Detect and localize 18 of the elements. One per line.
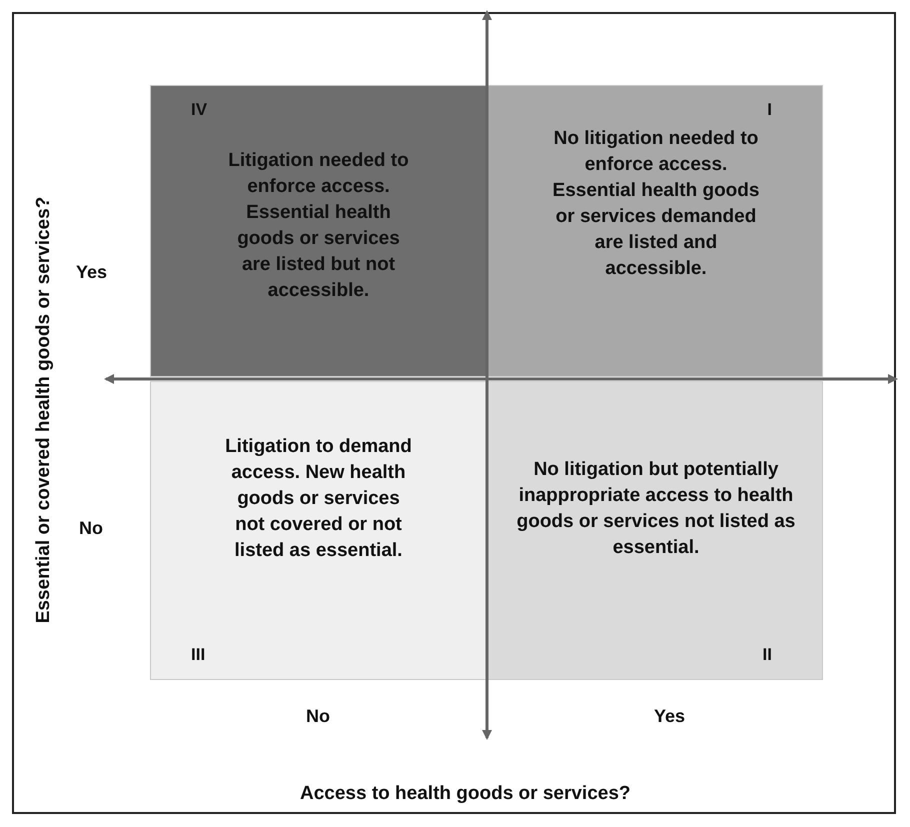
quadrant-box: [487, 85, 823, 377]
quadrant-description: No litigation but potentially inappropriate access to health goods or services not listed as essential.: [516, 458, 796, 560]
quadrant-numeral: II: [762, 645, 772, 665]
axis-value-label: Yes: [654, 706, 686, 727]
quadrant-box: [487, 381, 823, 680]
quadrant-description: Litigation needed to enforce access. Essential health goods or services are listed but not accessible.: [227, 149, 410, 303]
horizontal-axis-title: Access to health goods or services?: [300, 783, 631, 805]
quadrant-box: [150, 381, 487, 680]
quadrant-description: Litigation to demand access. New health goods or services not covered or not listed as essential.: [224, 435, 413, 563]
quadrant-numeral: III: [191, 645, 206, 665]
quadrant-numeral: I: [767, 100, 772, 120]
axis-value-label: No: [306, 706, 330, 727]
axis-value-label: No: [79, 518, 103, 539]
vertical-axis-title: Essential or covered health goods or services?: [33, 196, 55, 624]
quadrant-description: No litigation needed to enforce access. Essential health goods or services demanded are listed and accessible.: [552, 127, 760, 281]
quadrant-box: [150, 85, 487, 377]
quadrant-numeral: IV: [191, 100, 208, 120]
axis-value-label: Yes: [76, 262, 108, 283]
